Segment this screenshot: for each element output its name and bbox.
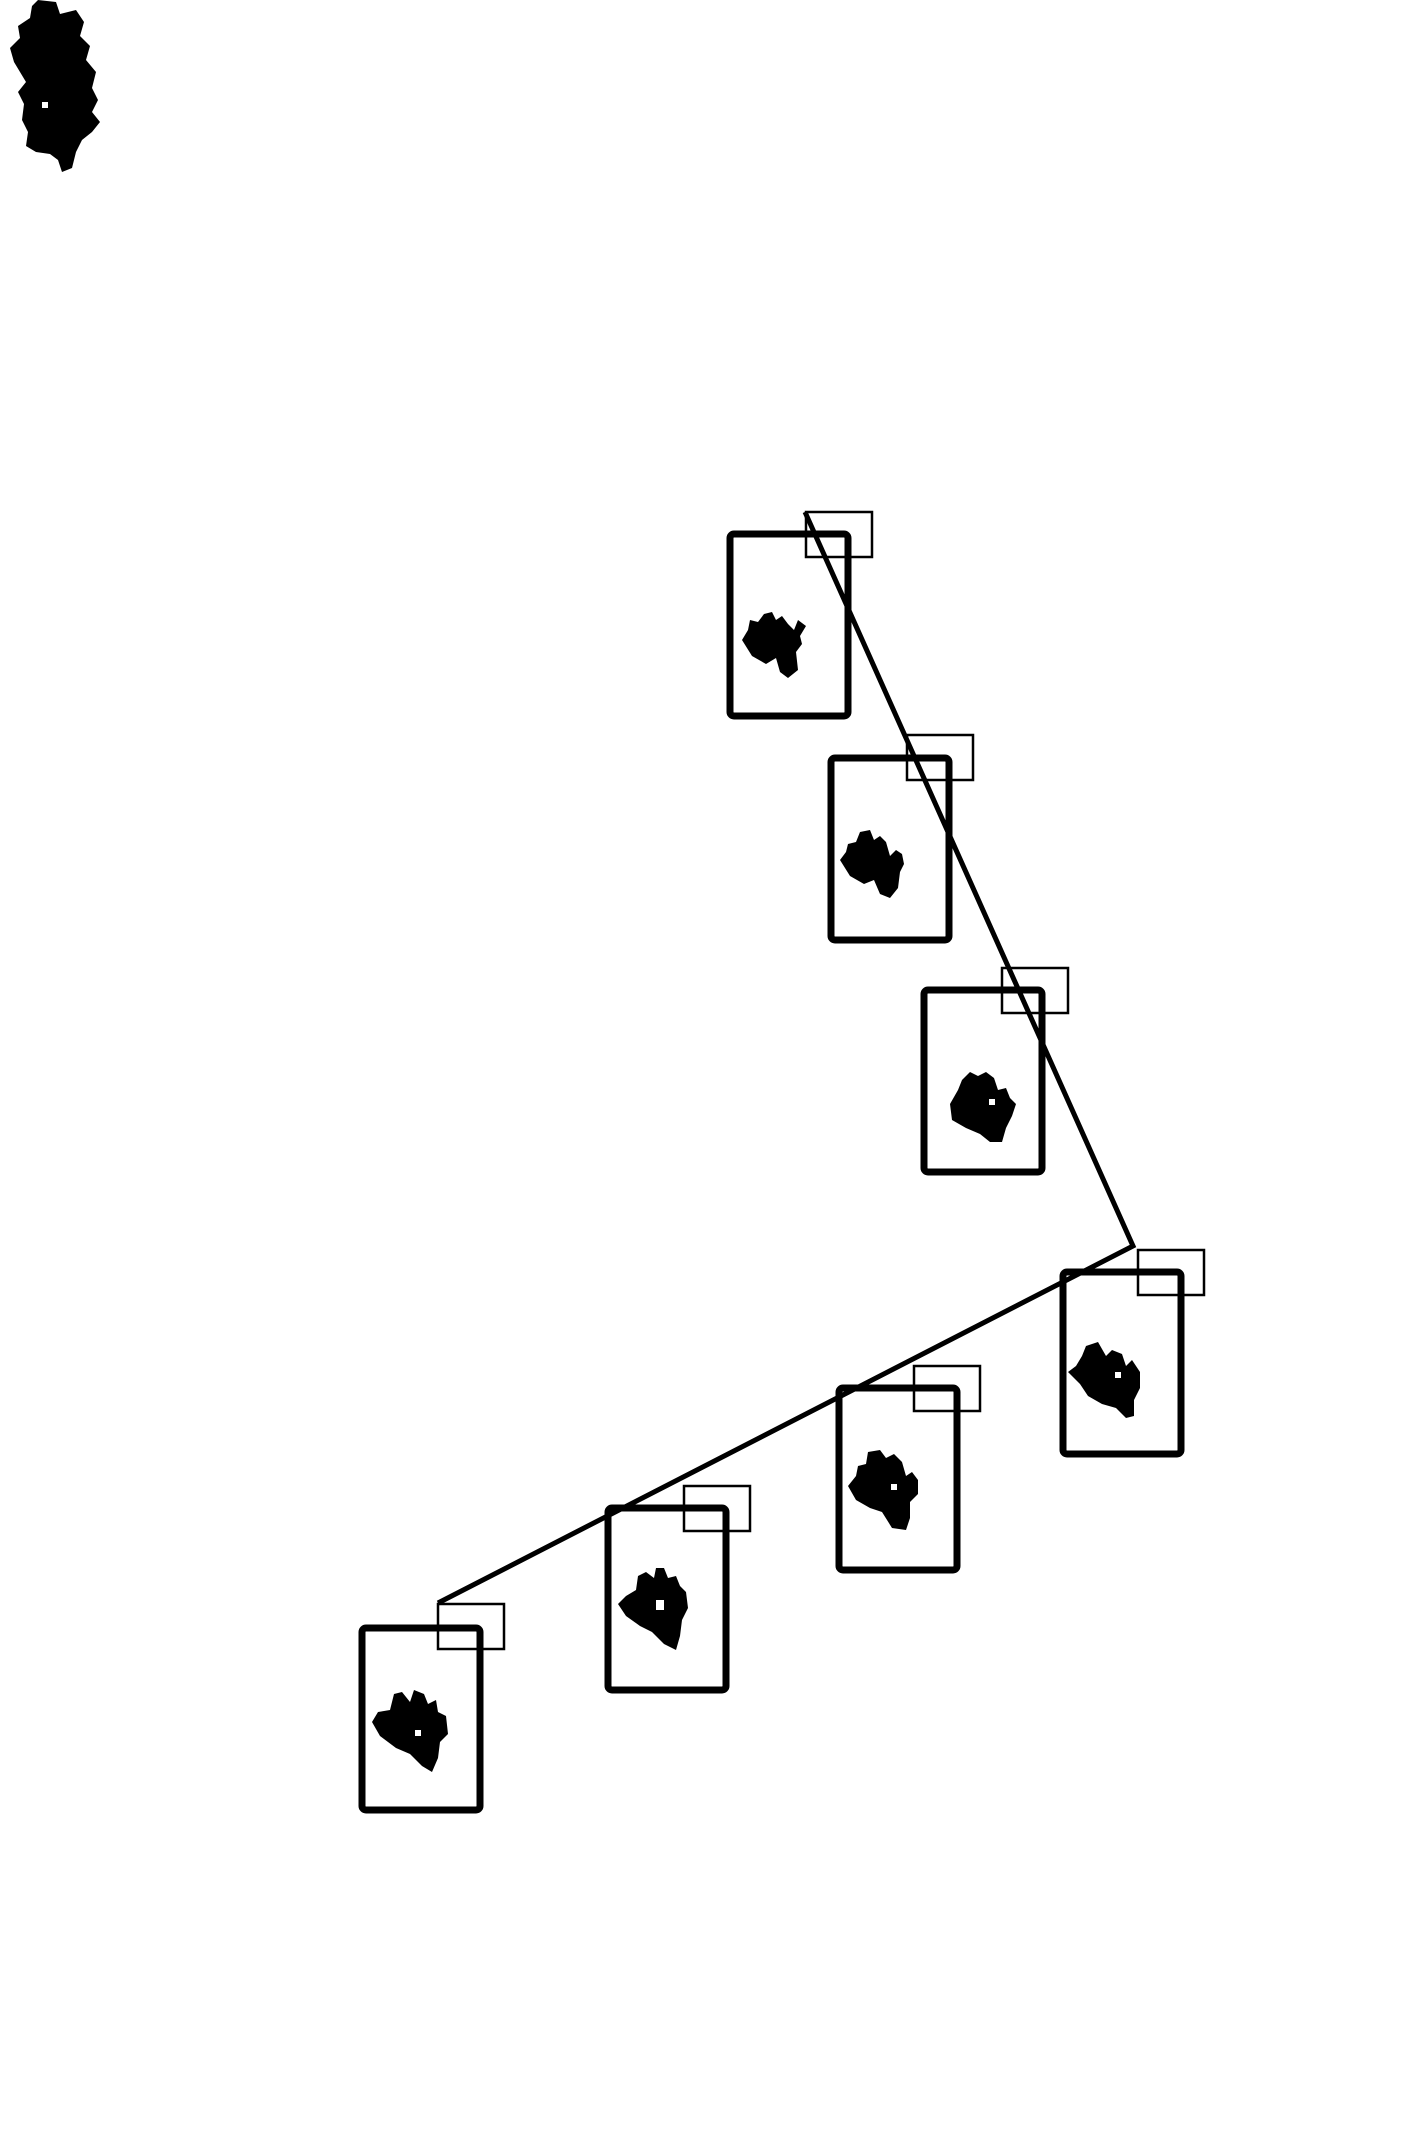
frame-3-blob-icon (950, 1072, 1016, 1142)
frame-1-border (726, 530, 852, 720)
frame-5-tab (912, 1364, 982, 1413)
frame-1-blob-icon (742, 612, 806, 678)
frame-3 (920, 966, 1070, 1176)
frame-5 (835, 1364, 982, 1574)
frame-7-blob-dot (415, 1730, 421, 1736)
frame-4-border (1059, 1268, 1185, 1458)
frame-2 (827, 733, 975, 944)
frame-6-blob-icon (618, 1568, 688, 1650)
frame-6-blob-dot (656, 1600, 664, 1610)
frame-4-tab (1136, 1248, 1206, 1297)
frame-6-border (604, 1504, 730, 1694)
frame-6-tab (682, 1484, 752, 1533)
frame-7 (358, 1602, 506, 1814)
frame-4 (1059, 1248, 1206, 1458)
corner-blob-icon (10, 0, 100, 172)
frame-1-tab (804, 510, 874, 559)
frame-4-blob-icon (1068, 1342, 1140, 1418)
corner-blob-dot (42, 102, 48, 108)
frame-6 (604, 1484, 752, 1694)
corner-blob-shape (10, 0, 100, 172)
frame-5-blob-dot (891, 1484, 897, 1490)
frame-7-tab (436, 1602, 506, 1651)
frame-4-blob-dot (1115, 1372, 1121, 1378)
frame-3-tab (1000, 966, 1070, 1015)
frame-2-blob-icon (840, 830, 904, 898)
frame-5-blob-icon (848, 1450, 918, 1530)
frame-3-border (920, 986, 1046, 1176)
frame-7-blob-icon (372, 1690, 448, 1772)
frame-5-border (835, 1384, 961, 1574)
frame-1 (726, 510, 874, 720)
frame-2-tab (905, 733, 975, 782)
frame-7-border (358, 1624, 484, 1814)
frame-3-blob-dot (989, 1099, 995, 1105)
frame-2-border (827, 754, 953, 944)
